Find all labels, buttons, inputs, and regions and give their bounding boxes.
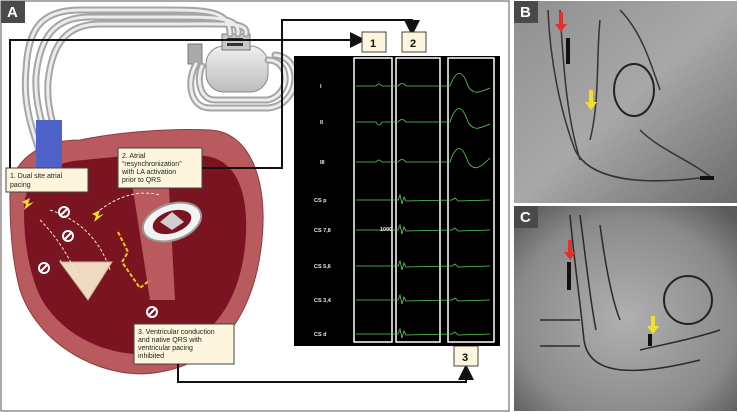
callout-2-line-4: prior to QRS	[122, 177, 161, 184]
panel-b-label-bg	[514, 1, 538, 23]
ecg-lead-label: III	[320, 160, 325, 166]
callout-3-line-1: 3. Ventricular conduction	[138, 329, 215, 336]
ecg-trace	[356, 293, 491, 305]
pacemaker-generator	[187, 33, 269, 93]
callout-ventricular-conduction: 3. Ventricular conduction and native QRS…	[133, 323, 235, 365]
callout-2-line-2: “resynchronization”	[122, 161, 182, 168]
activation-arrows	[39, 192, 161, 296]
callout-3-line-4: inhibited	[138, 353, 164, 360]
ecg-trace	[356, 193, 491, 205]
lead-electrode-red	[566, 38, 570, 64]
ecg-trace	[356, 223, 491, 235]
ecg-lead-label: CS 3,4	[314, 298, 332, 304]
lightning-icon	[22, 198, 104, 222]
pacing-inhibited-icons	[38, 206, 158, 318]
egm-annotation: 1000	[380, 227, 392, 233]
arrow-icon	[555, 12, 597, 110]
panel-b-label: B	[520, 4, 531, 21]
callout-atrial-resynchronization: 2. Atrial “resynchronization” with LA ac…	[117, 147, 203, 189]
panel-a-label-bg	[1, 1, 25, 23]
ecg-trace	[356, 148, 491, 169]
callout-1-line-2: pacing	[10, 182, 31, 189]
callout-2-line-3: with LA activation	[121, 169, 176, 176]
svg-text:2. Atrial “resynchroniza: 2. Atrial “resynchronization” with LA ac…	[121, 153, 183, 184]
lead-electrode-cs-tip	[648, 334, 652, 346]
callout-2-line-1: 2. Atrial	[122, 153, 146, 160]
ecg-lead-label: CS d	[314, 332, 327, 338]
panel-c-fluoroscopy: C	[514, 206, 737, 411]
panel-b-fluoroscopy: B	[514, 1, 737, 203]
ecg-lead-label: II	[320, 120, 324, 126]
ecg-trace	[356, 72, 491, 93]
ecg-trace	[356, 259, 491, 271]
callout-3-line-3: ventricular pacing	[138, 345, 193, 352]
egm-box-3-label: 3	[462, 352, 468, 364]
ecg-lead-label: CS 7,8	[314, 228, 331, 234]
callout-dual-site-atrial-pacing: 1. Dual site atrial pacing	[5, 167, 89, 193]
ecg-lead-label: CS p	[314, 198, 327, 204]
valve-leaflets	[160, 212, 184, 230]
ecg-lead-label: CS 5,6	[314, 264, 331, 270]
lead-electrode-cs	[700, 176, 714, 180]
connector-arrows	[9, 19, 474, 383]
egm-box-2: 2	[401, 31, 427, 53]
ecg-trace	[356, 327, 491, 339]
svg-text:1. Dual site atrial paci: 1. Dual site atrial pacing	[10, 173, 64, 189]
svg-text:3. Ventricular conduction: 3. Ventricular conduction and native QRS…	[138, 329, 217, 360]
callout-3-line-2: and native QRS with	[138, 337, 202, 344]
conduction-path	[117, 231, 151, 290]
egm-box-2-label: 2	[410, 38, 416, 50]
callout-1-line-1: 1. Dual site atrial	[10, 173, 63, 180]
arrow-icon	[564, 240, 659, 334]
lead-electrode-ra	[567, 262, 571, 290]
ecg-trace	[356, 108, 491, 129]
egm-box-3: 3	[453, 345, 479, 367]
egm-box-1: 1	[361, 31, 387, 53]
panel-c-label: C	[520, 209, 531, 226]
panel-a-label: A	[7, 4, 18, 21]
panel-c-label-bg	[514, 206, 538, 228]
egm-box-1-label: 1	[370, 38, 376, 50]
ecg-lead-label: I	[320, 84, 322, 90]
tricuspid-valve	[59, 261, 113, 301]
